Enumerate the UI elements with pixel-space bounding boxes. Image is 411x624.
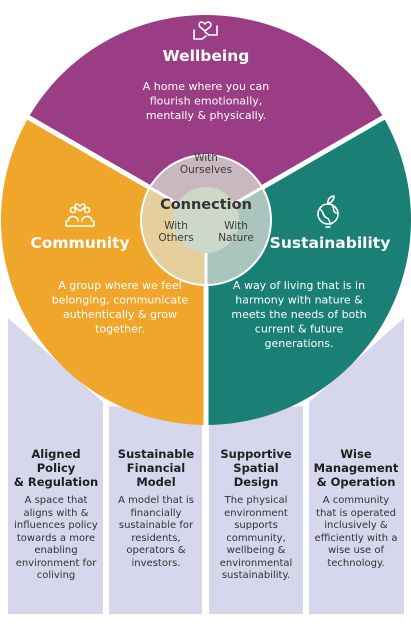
wellbeing-description: A home where you can flourish emotionally… bbox=[143, 80, 269, 122]
desc-line: coliving bbox=[36, 570, 76, 581]
desc-line: environment for bbox=[15, 557, 97, 569]
hands-heart-icon bbox=[193, 21, 218, 40]
desc-line: influences policy bbox=[14, 520, 98, 531]
desc-line: A community bbox=[322, 495, 390, 506]
desc-line: that is operated bbox=[316, 507, 396, 519]
desc-line: investors. bbox=[131, 557, 181, 569]
desc-line: The physical bbox=[224, 495, 288, 506]
community-description: A group where we feel belonging, communic… bbox=[52, 279, 189, 336]
title-line: & Regulation bbox=[13, 475, 99, 489]
desc-line: supports bbox=[234, 520, 278, 531]
desc-line: residents, bbox=[131, 532, 181, 544]
title-line: Aligned bbox=[31, 447, 81, 461]
desc-line: sustainability. bbox=[221, 570, 291, 581]
text-line: harmony with nature & bbox=[235, 294, 363, 307]
text-line: belonging, communicate bbox=[52, 294, 189, 307]
desc-line: financially bbox=[130, 507, 182, 519]
desc-line: sustainable for bbox=[118, 520, 194, 531]
desc-line: community, bbox=[226, 532, 286, 544]
wellbeing-title: Wellbeing bbox=[163, 47, 250, 65]
pillar-column-3 bbox=[209, 404, 303, 614]
desc-line: operators & bbox=[126, 545, 186, 556]
title-line: Design bbox=[233, 475, 279, 489]
globe-leaf-icon bbox=[317, 195, 339, 228]
text-line: Nature bbox=[218, 232, 254, 244]
sustainability-title: Sustainability bbox=[270, 234, 391, 252]
title-line: Wise bbox=[340, 447, 372, 461]
text-line: With bbox=[164, 220, 188, 232]
pillar-column-2 bbox=[109, 404, 202, 614]
text-line: flourish emotionally, bbox=[150, 95, 263, 108]
text-line: With bbox=[224, 220, 248, 232]
title-line: Sustainable bbox=[117, 447, 195, 461]
desc-line: inclusively & bbox=[324, 520, 388, 531]
connection-circle bbox=[140, 154, 272, 286]
text-line: meets the needs of both bbox=[231, 308, 366, 321]
title-line: & Operation bbox=[316, 475, 396, 489]
desc-line: A space that bbox=[24, 495, 88, 506]
desc-line: aligns with & bbox=[23, 507, 89, 519]
title-line: Model bbox=[136, 475, 176, 489]
desc-line: wellbeing & bbox=[226, 545, 286, 556]
title-line: Financial bbox=[126, 461, 186, 475]
text-line: generations. bbox=[264, 337, 333, 350]
text-line: mentally & physically. bbox=[146, 109, 266, 122]
text-line: A way of living that is in bbox=[233, 279, 365, 292]
community-title: Community bbox=[30, 234, 129, 252]
text-line: together. bbox=[95, 323, 145, 336]
text-line: With bbox=[194, 152, 218, 164]
sustainability-description: A way of living that is in harmony with n… bbox=[231, 279, 366, 350]
text-line: A group where we feel bbox=[58, 279, 181, 292]
pillar-column-4 bbox=[309, 318, 404, 614]
title-line: Policy bbox=[36, 461, 76, 475]
text-line: Ourselves bbox=[180, 164, 232, 176]
text-line: Others bbox=[158, 232, 193, 244]
text-line: A home where you can bbox=[143, 80, 269, 93]
connection-core bbox=[173, 187, 239, 253]
text-line: current & future bbox=[255, 323, 344, 336]
desc-line: wise use of bbox=[327, 545, 384, 556]
pillar-column-1 bbox=[8, 318, 103, 614]
desc-line: A model that is bbox=[118, 495, 194, 506]
pillar-columns bbox=[8, 318, 404, 614]
connection-title: Connection bbox=[160, 197, 252, 213]
desc-line: efficiently with a bbox=[314, 532, 398, 544]
title-line: Spatial bbox=[233, 461, 279, 475]
desc-line: environmental bbox=[219, 557, 293, 569]
text-line: authentically & grow bbox=[63, 308, 177, 321]
desc-line: towards a more bbox=[16, 532, 96, 544]
desc-line: environment bbox=[224, 507, 288, 519]
desc-line: enabling bbox=[34, 545, 78, 556]
title-line: Supportive bbox=[220, 447, 292, 461]
title-line: Management bbox=[313, 461, 399, 475]
desc-line: technology. bbox=[327, 557, 385, 569]
people-heart-icon bbox=[65, 203, 95, 227]
